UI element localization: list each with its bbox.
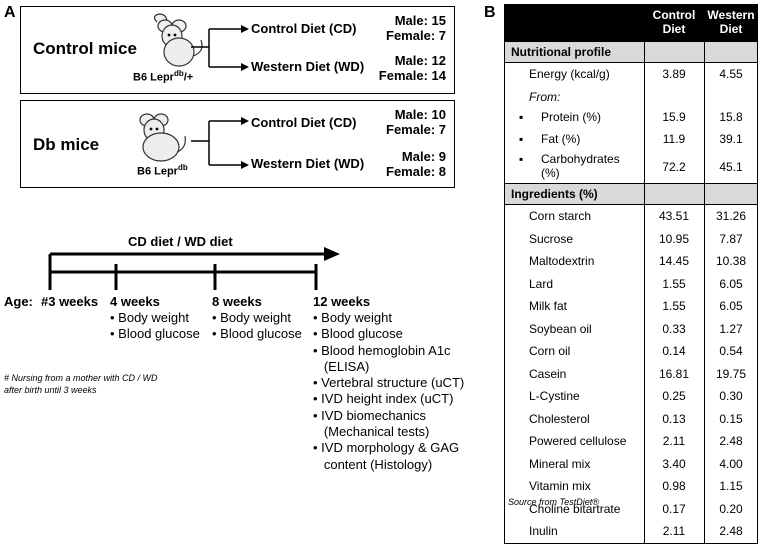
mouse-icon [153, 13, 203, 67]
control-cd-label: Control Diet (CD) [251, 21, 357, 36]
panel-a-letter: A [4, 4, 16, 21]
footnote: # Nursing from a mother with CD / WD aft… [4, 373, 158, 395]
timeline-axis [48, 247, 340, 290]
source-note: Source from TestDiet® [508, 497, 599, 507]
control-mice-title: Control mice [33, 39, 137, 58]
control-branch-arrows [191, 25, 249, 71]
timepoint-3-weeks: #3 weeks [41, 294, 99, 309]
panel-b-letter: B [484, 4, 496, 21]
timepoint-4-weeks: 4 weeks [110, 294, 160, 309]
measures-4-weeks: • Body weight • Blood glucose [110, 310, 200, 342]
section-nutritional-profile: Nutritional profile [505, 41, 757, 63]
db-mice-title: Db mice [33, 135, 100, 154]
measures-8-weeks: • Body weight • Blood glucose [212, 310, 302, 342]
timepoint-8-weeks: 8 weeks [212, 294, 262, 309]
db-mice-box: Db mice B6 Leprdb Control Diet (CD) West… [20, 100, 455, 188]
timeline-arrow-label: CD diet / WD diet [128, 234, 233, 249]
table-row: From: [529, 89, 561, 104]
mouse-icon [139, 113, 186, 162]
column-divider [644, 41, 645, 543]
control-strain-label: B6 Leprdb/+ [133, 69, 194, 84]
control-mice-box: Control mice B6 Leprdb/+ Control Diet (C… [20, 6, 455, 94]
db-branch-arrows [191, 117, 249, 169]
column-divider [704, 41, 705, 543]
db-cd-label: Control Diet (CD) [251, 115, 357, 130]
section-ingredients: Ingredients (%) [505, 183, 757, 206]
db-strain-label: B6 Leprdb [137, 163, 188, 178]
measures-12-weeks: • Body weight • Blood glucose • Blood he… [313, 310, 465, 472]
table-row: Energy (kcal/g) 3.89 4.55 [529, 67, 743, 81]
age-label: Age: [4, 294, 33, 309]
db-wd-label: Western Diet (WD) [251, 156, 365, 171]
control-wd-label: Western Diet (WD) [251, 59, 365, 74]
timepoint-12-weeks: 12 weeks [313, 294, 371, 309]
